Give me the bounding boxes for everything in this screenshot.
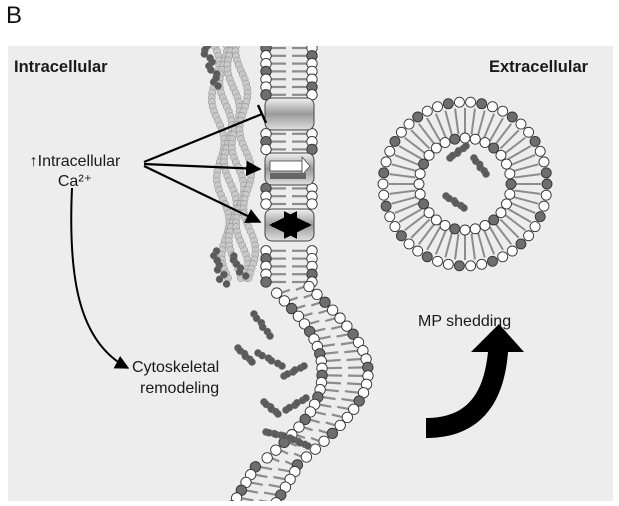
diagram-canvas <box>8 46 613 501</box>
panel-letter: B <box>6 2 22 30</box>
mp-shedding-label: MP shedding <box>418 312 511 331</box>
channel-open-arrow-icon <box>265 153 314 185</box>
cytoskeletal-label-line2: remodeling <box>140 379 219 398</box>
microparticle-vesicle <box>378 97 552 271</box>
extracellular-label: Extracellular <box>489 58 588 77</box>
calcium-label-line1: ↑Intracellular <box>10 152 140 171</box>
intracellular-label: Intracellular <box>14 58 108 77</box>
channel-bidirectional-icon <box>265 209 314 241</box>
calcium-label-line2: Ca²⁺ <box>10 172 140 191</box>
diagram-figure: Intracellular Extracellular ↑Intracellul… <box>8 46 613 501</box>
channel-blocked-icon <box>265 98 314 130</box>
curved-arrow-icon <box>426 324 524 438</box>
cytoskeletal-label-line1: Cytoskeletal <box>132 358 219 377</box>
